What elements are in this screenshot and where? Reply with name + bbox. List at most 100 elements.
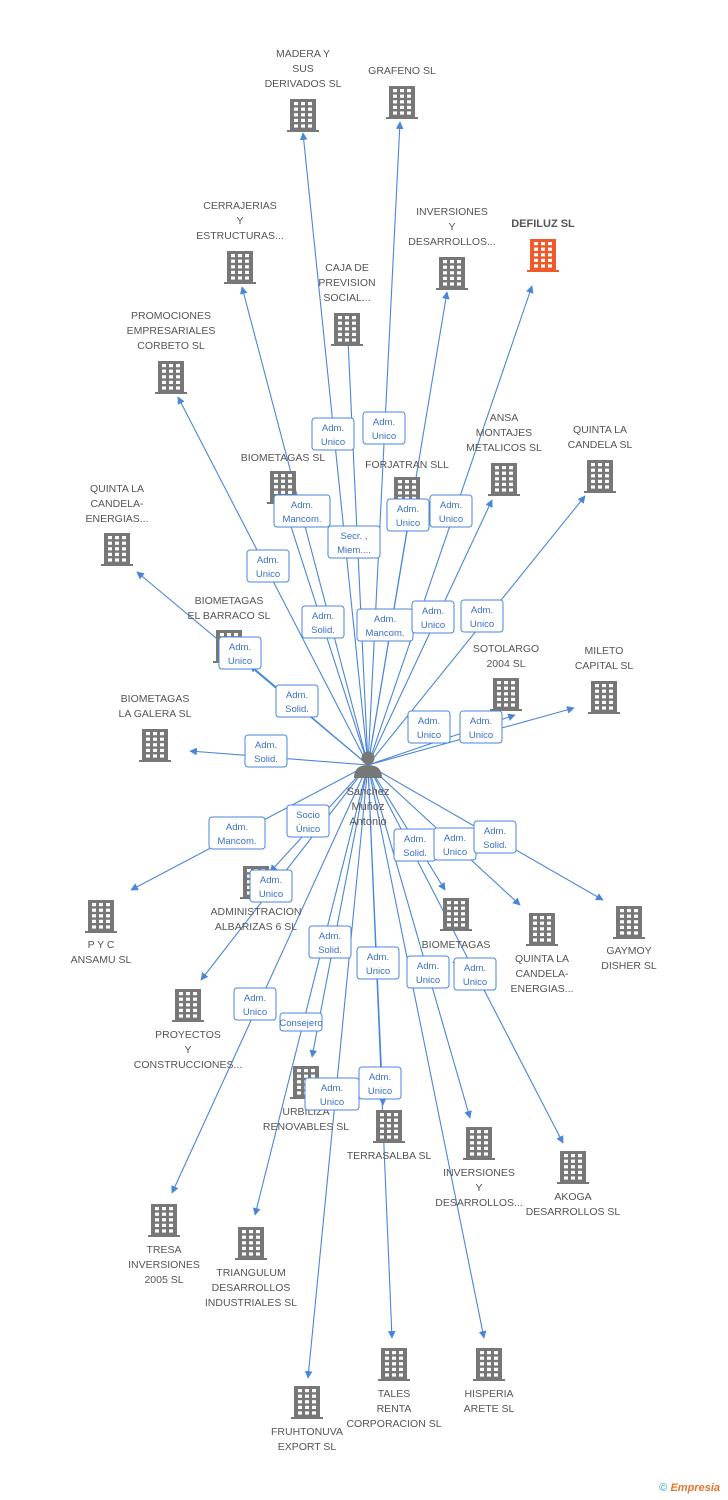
building-icon[interactable] [488,463,520,496]
role-badge[interactable]: Adm.Unico [407,710,451,744]
building-icon[interactable] [287,99,319,132]
building-icon[interactable] [588,681,620,714]
building-icon[interactable] [373,1110,405,1143]
building-icon[interactable] [85,900,117,933]
building-icon[interactable] [436,257,468,290]
role-badge[interactable]: Consejero [279,1012,323,1032]
role-badge[interactable]: Adm.Unico [311,417,355,451]
company-label[interactable]: DEFILUZ SL [511,218,575,230]
role-badge[interactable]: Adm.Unico [249,869,293,903]
building-icon[interactable] [584,460,616,493]
role-badge[interactable]: Adm.Solid. [473,820,517,854]
company-node[interactable]: DEFILUZ SL [511,218,575,272]
role-badge[interactable]: Adm.Unico [411,600,455,634]
role-badge[interactable]: Secr. ,Miem.... [327,525,381,559]
building-icon[interactable] [235,1227,267,1260]
role-badge[interactable]: Adm.Unico [453,957,497,991]
building-icon[interactable] [139,729,171,762]
role-badge[interactable]: Adm.Unico [433,827,477,861]
building-icon[interactable] [463,1127,495,1160]
building-icon[interactable] [172,989,204,1022]
role-badge[interactable]: Adm.Mancom. [273,494,331,528]
building-icon[interactable] [490,678,522,711]
company-node[interactable]: GRAFENO SL [368,65,436,119]
role-badge[interactable]: Adm.Mancom. [208,816,266,850]
building-icon[interactable] [386,86,418,119]
building-icon[interactable] [557,1151,589,1184]
building-icon[interactable] [440,898,472,931]
company-node[interactable]: TERRASALBA SL [347,1110,432,1162]
building-icon[interactable] [473,1348,505,1381]
role-badge[interactable]: Adm.Unico [362,411,406,445]
company-label[interactable]: FORJATRAN SLL [365,459,449,471]
person-icon[interactable] [354,751,382,779]
role-badge[interactable]: Adm.Unico [304,1077,360,1111]
company-label[interactable]: TERRASALBA SL [347,1150,432,1162]
role-badge[interactable]: Adm.Solid. [275,684,319,718]
role-badge[interactable]: Adm.Solid. [308,925,352,959]
role-badge[interactable]: Adm.Unico [406,955,450,989]
role-badge[interactable]: Adm.Unico [459,710,503,744]
role-badge[interactable]: Adm.Unico [233,987,277,1021]
role-badge[interactable]: Adm.Solid. [244,734,288,768]
building-icon[interactable] [155,361,187,394]
building-icon[interactable] [526,913,558,946]
company-node[interactable]: BIOMETAGAS... [422,898,491,966]
building-icon[interactable] [291,1386,323,1419]
company-label[interactable]: GRAFENO SL [368,65,436,77]
building-icon[interactable] [331,313,363,346]
building-icon[interactable] [148,1204,180,1237]
role-badge[interactable]: Adm.Unico [356,946,400,980]
role-badge[interactable]: Adm.Mancom. [356,608,414,642]
role-badge[interactable]: Adm.Unico [358,1066,402,1100]
company-label[interactable]: BIOMETAGAS SL [241,452,326,464]
role-badge[interactable]: Adm.Unico [429,494,473,528]
building-icon[interactable] [613,906,645,939]
building-icon[interactable] [378,1348,410,1381]
role-badge[interactable]: Adm.Unico [460,599,504,633]
